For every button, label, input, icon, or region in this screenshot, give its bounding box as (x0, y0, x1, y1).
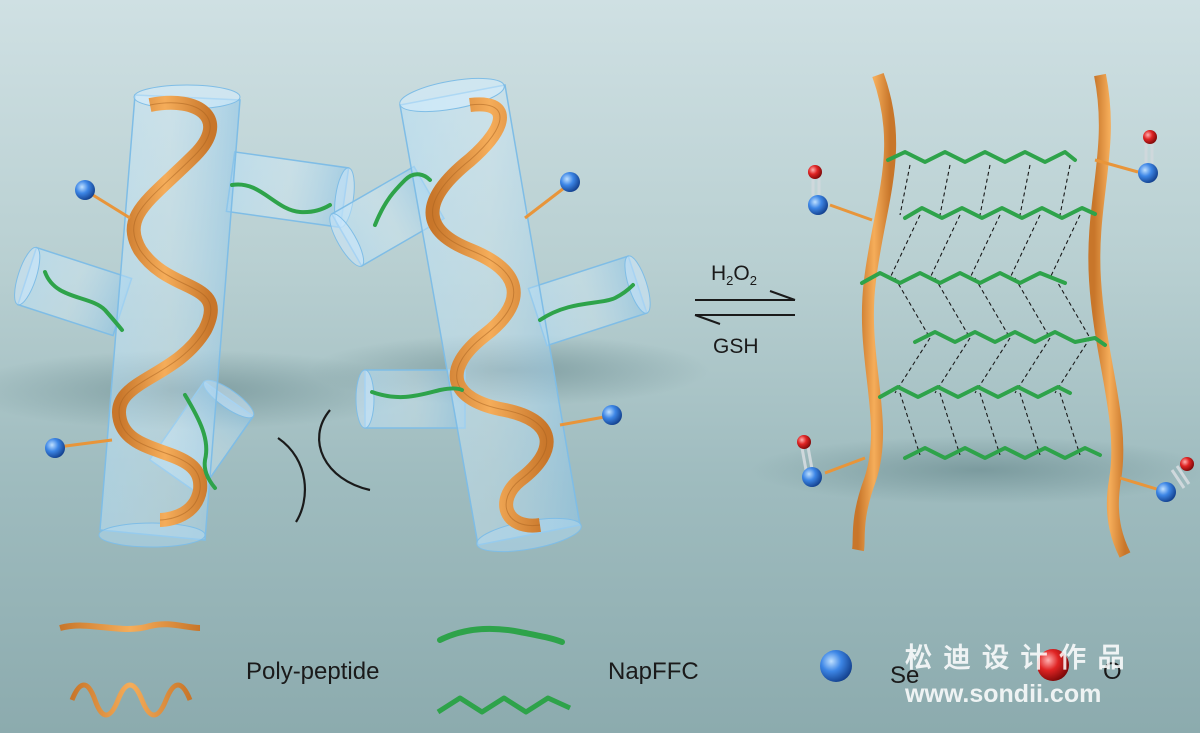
o-atom (1143, 130, 1157, 144)
legend-o-label: O (1103, 658, 1122, 685)
middle-helix-assembly (329, 77, 651, 553)
legend-polypeptide-strand (59, 621, 201, 632)
selenoxide-group (1094, 130, 1158, 183)
interaction-arc (277, 437, 306, 523)
napffc-zigzag (903, 446, 1102, 460)
watermark-url: www.sondii.com (905, 680, 1102, 708)
se-atom (75, 180, 95, 200)
napffc-chain (373, 172, 432, 227)
se-atom (45, 438, 65, 458)
selenoxide-group (797, 435, 866, 487)
side-tube (355, 369, 466, 429)
polypeptide-strand (852, 72, 897, 552)
legend-napffc-wave (437, 625, 565, 645)
napffc-chain (183, 393, 217, 490)
legend (59, 621, 1069, 718)
legend-napffc-zigzag (436, 695, 572, 715)
se-atom (802, 467, 822, 487)
o-atom (808, 165, 822, 179)
selenoxide-group (808, 165, 873, 222)
o-atom (1180, 457, 1194, 471)
reverse-reagent-label: GSH (713, 335, 759, 358)
napffc-zigzag (886, 150, 1077, 164)
napffc-chain (370, 386, 464, 400)
legend-polypeptide-label: Poly-peptide (246, 658, 380, 685)
napffc-zigzag (860, 271, 1067, 285)
equilibrium-arrows (694, 290, 796, 325)
se-atom (1138, 163, 1158, 183)
se-atom (560, 172, 580, 192)
left-helix-assembly (14, 84, 355, 548)
napffc-zigzag (878, 385, 1072, 399)
watermark-cn: 松 迪 设 计 作 品 (905, 643, 1127, 673)
legend-se-label: Se (890, 662, 920, 689)
legend-polypeptide-helix (69, 682, 193, 718)
selenoxide-group (1119, 457, 1194, 502)
napffc-chain (230, 182, 332, 215)
legend-se-atom (820, 650, 852, 682)
se-atom (808, 195, 828, 215)
se-atom (1156, 482, 1176, 502)
beta-sheet-assembly (797, 72, 1194, 558)
legend-napffc-label: NapFFC (608, 658, 699, 685)
side-tube (14, 246, 133, 337)
o-atom (797, 435, 811, 449)
napffc-chain (43, 270, 124, 332)
legend-o-atom (1037, 649, 1069, 681)
napffc-chain (538, 283, 635, 322)
forward-reagent-label: H2O2 (711, 262, 757, 289)
main-tube (98, 84, 241, 548)
se-atom (602, 405, 622, 425)
hydrogen-bonds (889, 164, 1091, 456)
napffc-zigzag (913, 330, 1107, 347)
interaction-arc (318, 409, 371, 492)
napffc-zigzag (903, 206, 1097, 220)
